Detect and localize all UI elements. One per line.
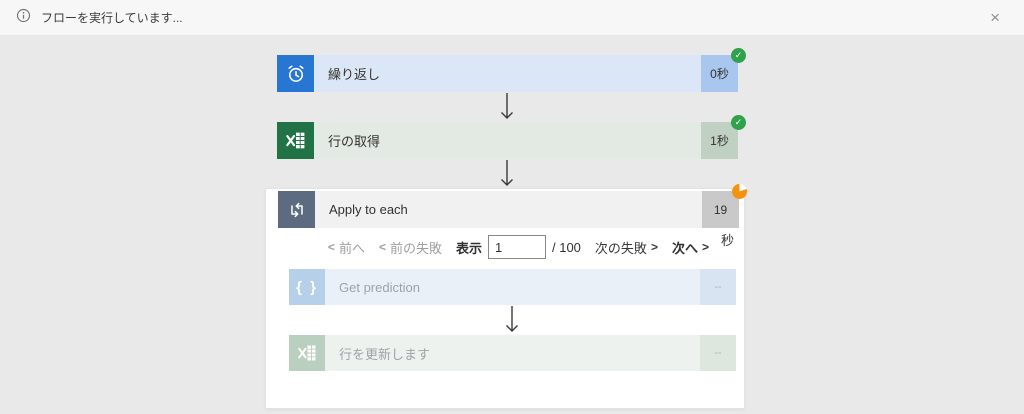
step-get-rows[interactable]: 行の取得 1秒 ✓ xyxy=(277,115,746,159)
duration-unit-wrapped: 秒 xyxy=(720,232,734,248)
next-iteration-button[interactable]: 次へ > xyxy=(672,238,709,257)
loop-icon xyxy=(278,191,315,228)
success-badge-icon: ✓ xyxy=(731,48,746,63)
chevron-right-icon: > xyxy=(650,240,658,254)
step-title: Get prediction xyxy=(325,269,700,305)
running-badge-icon xyxy=(732,184,747,199)
next-failed-button[interactable]: 次の失敗 > xyxy=(595,238,658,257)
iteration-pagination: < 前へ < 前の失敗 表示 / 100 次の失敗 > 次へ > 秒 xyxy=(328,233,734,261)
step-title: Apply to each xyxy=(315,191,702,228)
step-duration: -- xyxy=(700,335,736,371)
connector-arrow xyxy=(504,306,520,333)
prev-failed-button[interactable]: < 前の失敗 xyxy=(379,238,442,257)
excel-icon-faded xyxy=(289,335,325,371)
step-update-row[interactable]: 行を更新します -- xyxy=(289,335,736,371)
step-recurrence[interactable]: 繰り返し 0秒 ✓ xyxy=(277,48,746,92)
connector-arrow xyxy=(499,93,515,120)
chevron-right-icon: > xyxy=(701,240,709,254)
step-duration: 0秒 xyxy=(701,55,738,92)
step-duration: -- xyxy=(700,269,736,305)
excel-icon xyxy=(277,122,314,159)
close-icon[interactable]: × xyxy=(982,7,1008,28)
connector-arrow xyxy=(499,160,515,187)
iteration-index-input[interactable] xyxy=(488,235,546,259)
step-duration: 1秒 xyxy=(701,122,738,159)
step-duration: 19 xyxy=(702,191,739,228)
braces-icon: { } xyxy=(289,269,325,305)
run-status-message: フローを実行しています... xyxy=(41,11,183,25)
iteration-total: / 100 xyxy=(552,239,581,255)
success-badge-icon: ✓ xyxy=(731,115,746,130)
step-title: 行を更新します xyxy=(325,335,700,371)
chevron-left-icon: < xyxy=(327,240,335,254)
step-title: 行の取得 xyxy=(314,122,701,159)
recurrence-clock-icon xyxy=(277,55,314,92)
step-apply-to-each[interactable]: Apply to each 19 xyxy=(278,184,747,228)
apply-to-each-scope: Apply to each 19 < 前へ < 前の失敗 表示 / 100 次の… xyxy=(265,184,747,409)
prev-iteration-button[interactable]: < 前へ xyxy=(328,238,365,257)
step-title: 繰り返し xyxy=(314,55,701,92)
iteration-index-group: 表示 / 100 xyxy=(456,235,581,259)
info-icon xyxy=(16,8,31,28)
step-get-prediction[interactable]: { } Get prediction -- xyxy=(289,269,736,305)
run-status-bar: フローを実行しています... × xyxy=(0,0,1024,35)
chevron-left-icon: < xyxy=(378,240,386,254)
show-label: 表示 xyxy=(455,240,482,256)
